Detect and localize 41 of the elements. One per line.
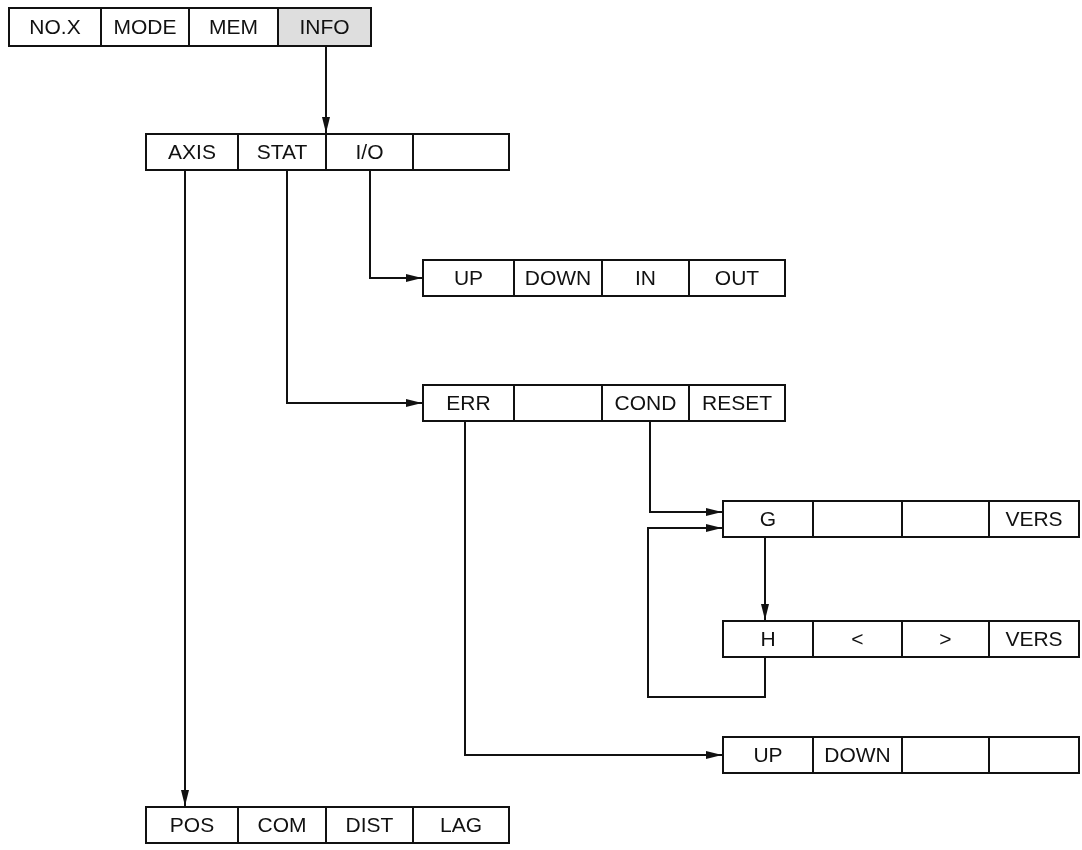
arrow [761, 537, 769, 621]
menu-item: UP [424, 261, 513, 295]
menu-bar [145, 133, 510, 171]
menu-item: > [901, 622, 988, 656]
menu-item: OUT [688, 261, 784, 295]
menu-item: G [724, 502, 812, 536]
menu-bar [722, 736, 1080, 774]
menu-item: AXIS [147, 135, 237, 169]
menu-item: H [724, 622, 812, 656]
menu-bar [722, 620, 1080, 658]
menu-item: INFO [277, 9, 370, 45]
menu-item: VERS [988, 502, 1078, 536]
menu-item: MODE [100, 9, 188, 45]
menu-item: LAG [412, 808, 508, 842]
menu-item: I/O [325, 135, 412, 169]
menu-bar [422, 259, 786, 297]
arrow [464, 421, 723, 759]
menu-item: < [812, 622, 901, 656]
arrow [181, 170, 189, 807]
menu-item: POS [147, 808, 237, 842]
menu-bar [8, 7, 372, 47]
menu-bar [722, 500, 1080, 538]
menu-item: NO.X [10, 9, 100, 45]
menu-item: STAT [237, 135, 325, 169]
arrow [369, 170, 423, 282]
menu-item: DOWN [513, 261, 601, 295]
menu-bar [422, 384, 786, 422]
arrow [649, 421, 723, 516]
menu-item: COND [601, 386, 688, 420]
arrow [647, 524, 766, 698]
menu-item: COM [237, 808, 325, 842]
menu-item: IN [601, 261, 688, 295]
arrow [286, 170, 423, 407]
menu-item: VERS [988, 622, 1078, 656]
menu-item: ERR [424, 386, 513, 420]
menu-item: DOWN [812, 738, 901, 772]
menu-item: DIST [325, 808, 412, 842]
menu-item: UP [724, 738, 812, 772]
menu-item: RESET [688, 386, 784, 420]
arrow [322, 46, 330, 134]
menu-bar [145, 806, 510, 844]
